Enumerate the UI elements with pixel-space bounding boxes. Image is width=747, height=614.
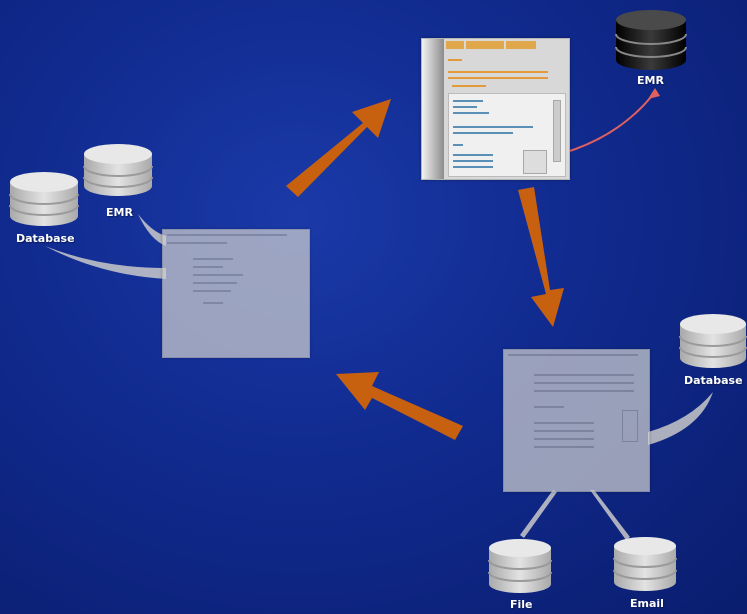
emr-left-icon	[83, 144, 153, 196]
arrow-up-left	[336, 372, 463, 440]
connector-file	[520, 490, 557, 538]
file-icon	[488, 539, 552, 593]
screenshot-top	[421, 38, 570, 180]
screenshot-top-tabs	[446, 41, 566, 49]
emr-left-label: EMR	[106, 206, 133, 219]
screenshot-right	[503, 349, 650, 492]
emr-top-label: EMR	[637, 74, 664, 87]
arrow-up-right	[286, 99, 391, 197]
database-left-icon	[9, 172, 79, 226]
arrow-down	[518, 187, 564, 327]
emr-top-icon	[615, 10, 687, 70]
connector-database-right	[648, 392, 713, 445]
screenshot-top-sidebar	[422, 39, 444, 179]
link-arrowhead	[648, 88, 660, 99]
process-arrows	[286, 99, 564, 440]
database-right-label: Database	[684, 374, 743, 387]
connector-database-left	[45, 246, 166, 279]
connector-email	[590, 490, 630, 540]
email-label: Email	[630, 597, 664, 610]
connector-emr-left	[138, 214, 166, 246]
database-left-label: Database	[16, 232, 75, 245]
callout-connectors	[45, 214, 713, 540]
database-right-icon	[679, 314, 747, 368]
file-label: File	[510, 598, 533, 611]
screenshot-top-panel	[448, 93, 566, 177]
email-icon	[613, 537, 677, 591]
screenshot-left	[162, 229, 310, 358]
